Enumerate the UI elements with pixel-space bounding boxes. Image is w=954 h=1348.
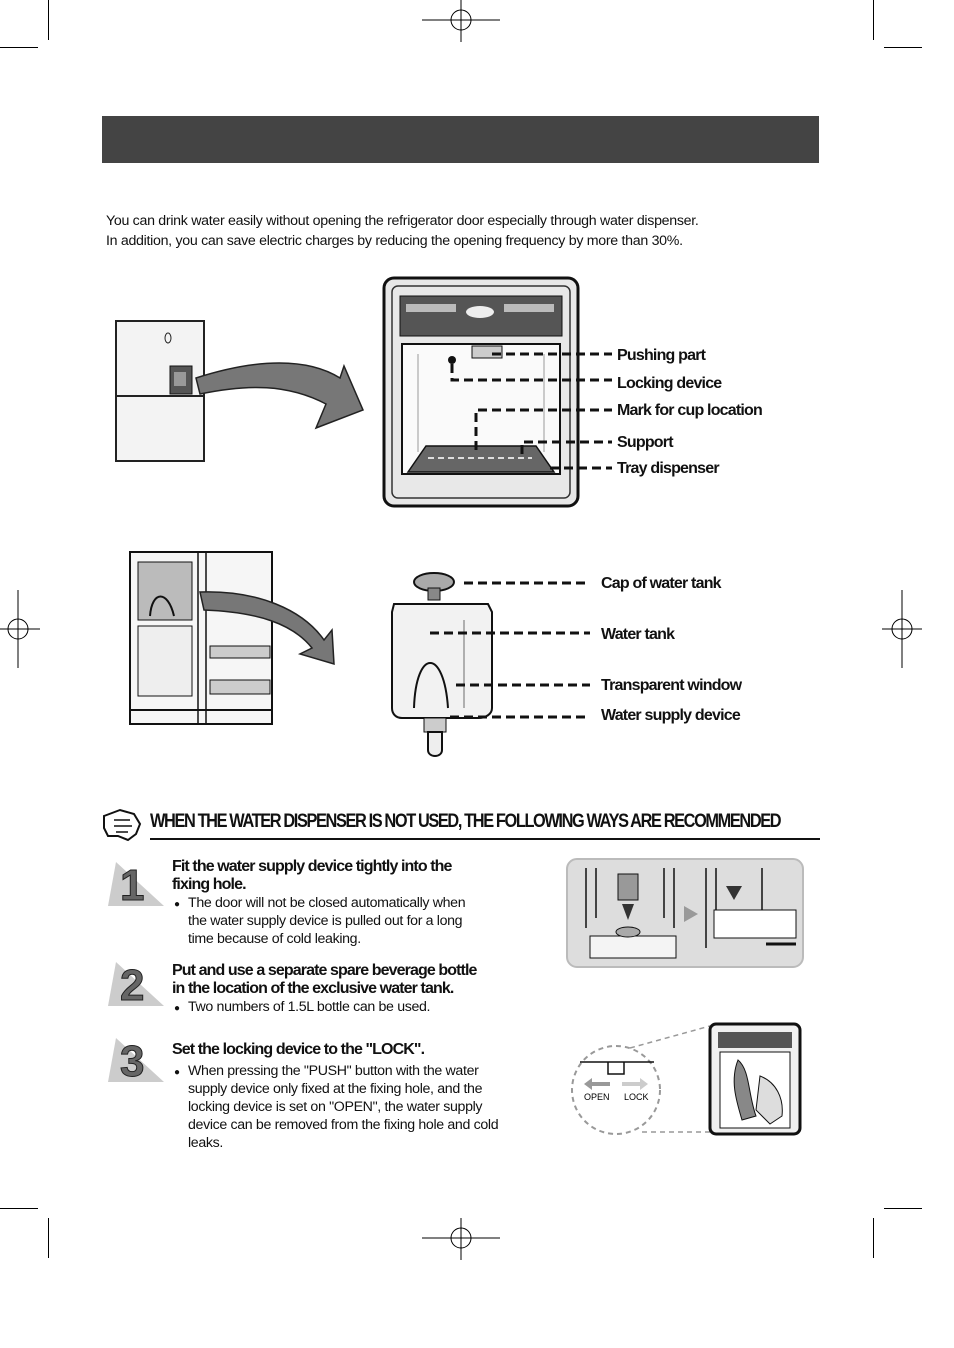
refrigerator-illustration bbox=[115, 320, 364, 462]
label-pushing-part: Pushing part bbox=[617, 347, 706, 364]
bullet: ● bbox=[174, 1067, 180, 1078]
svg-text:1: 1 bbox=[120, 861, 144, 906]
tank-leader-lines bbox=[430, 581, 590, 719]
svg-text:2: 2 bbox=[120, 961, 144, 1006]
label-water-tank: Water tank bbox=[601, 626, 675, 643]
label-support: Support bbox=[617, 434, 674, 451]
intro-line-1: You can drink water easily without openi… bbox=[106, 213, 699, 229]
section-header-bar bbox=[102, 116, 819, 163]
registration-mark-left bbox=[0, 590, 40, 668]
registration-mark-right bbox=[882, 590, 922, 668]
crop-mark bbox=[0, 47, 38, 48]
step-3-text: ● When pressing the "PUSH" button with t… bbox=[174, 1063, 499, 1151]
step-1-text: ● The door will not be closed automatica… bbox=[174, 895, 466, 947]
fridge-interior-illustration bbox=[129, 551, 335, 725]
step-3-title: Set the locking device to the "LOCK". bbox=[172, 1041, 425, 1058]
crop-mark bbox=[884, 47, 922, 48]
dispenser-leader-lines bbox=[448, 352, 612, 470]
label-locking-device: Locking device bbox=[617, 375, 722, 392]
crop-mark bbox=[884, 1208, 922, 1209]
bullet: ● bbox=[174, 899, 180, 910]
intro-paragraph: You can drink water easily without openi… bbox=[106, 212, 826, 251]
step-number-3: 3 bbox=[108, 1037, 164, 1082]
fit-supply-device-figure bbox=[566, 858, 804, 968]
bullet: ● bbox=[174, 1003, 180, 1014]
crop-mark bbox=[0, 1208, 38, 1209]
svg-text:3: 3 bbox=[120, 1037, 144, 1082]
open-label: OPEN bbox=[584, 1092, 610, 1102]
step-2-text: ● Two numbers of 1.5L bottle can be used… bbox=[174, 998, 548, 1016]
step-number-1: 1 bbox=[108, 861, 164, 906]
label-water-supply-device: Water supply device bbox=[601, 707, 741, 724]
crop-mark bbox=[48, 0, 49, 40]
crop-mark bbox=[48, 1218, 49, 1258]
intro-line-2: In addition, you can save electric charg… bbox=[106, 232, 683, 249]
registration-mark-bottom bbox=[422, 1218, 500, 1260]
recommendation-title: WHEN THE WATER DISPENSER IS NOT USED, TH… bbox=[150, 811, 782, 832]
hand-pointer-icon bbox=[103, 808, 142, 842]
crop-mark bbox=[873, 0, 874, 40]
dispenser-illustration bbox=[382, 276, 580, 508]
title-underline bbox=[150, 838, 820, 840]
label-tray-dispenser: Tray dispenser bbox=[617, 460, 720, 477]
label-mark-for-cup-location: Mark for cup location bbox=[617, 402, 763, 419]
step-number-2: 2 bbox=[108, 961, 164, 1006]
step-1-title: Fit the water supply device tightly into… bbox=[172, 858, 452, 893]
step-2-title: Put and use a separate spare beverage bo… bbox=[172, 962, 477, 997]
label-cap-of-water-tank: Cap of water tank bbox=[601, 575, 722, 592]
lock-label: LOCK bbox=[624, 1092, 649, 1102]
lock-detail-figure: OPEN LOCK bbox=[571, 1022, 802, 1136]
registration-mark-top bbox=[422, 0, 500, 42]
crop-mark bbox=[873, 1218, 874, 1258]
label-transparent-window: Transparent window bbox=[601, 677, 742, 694]
